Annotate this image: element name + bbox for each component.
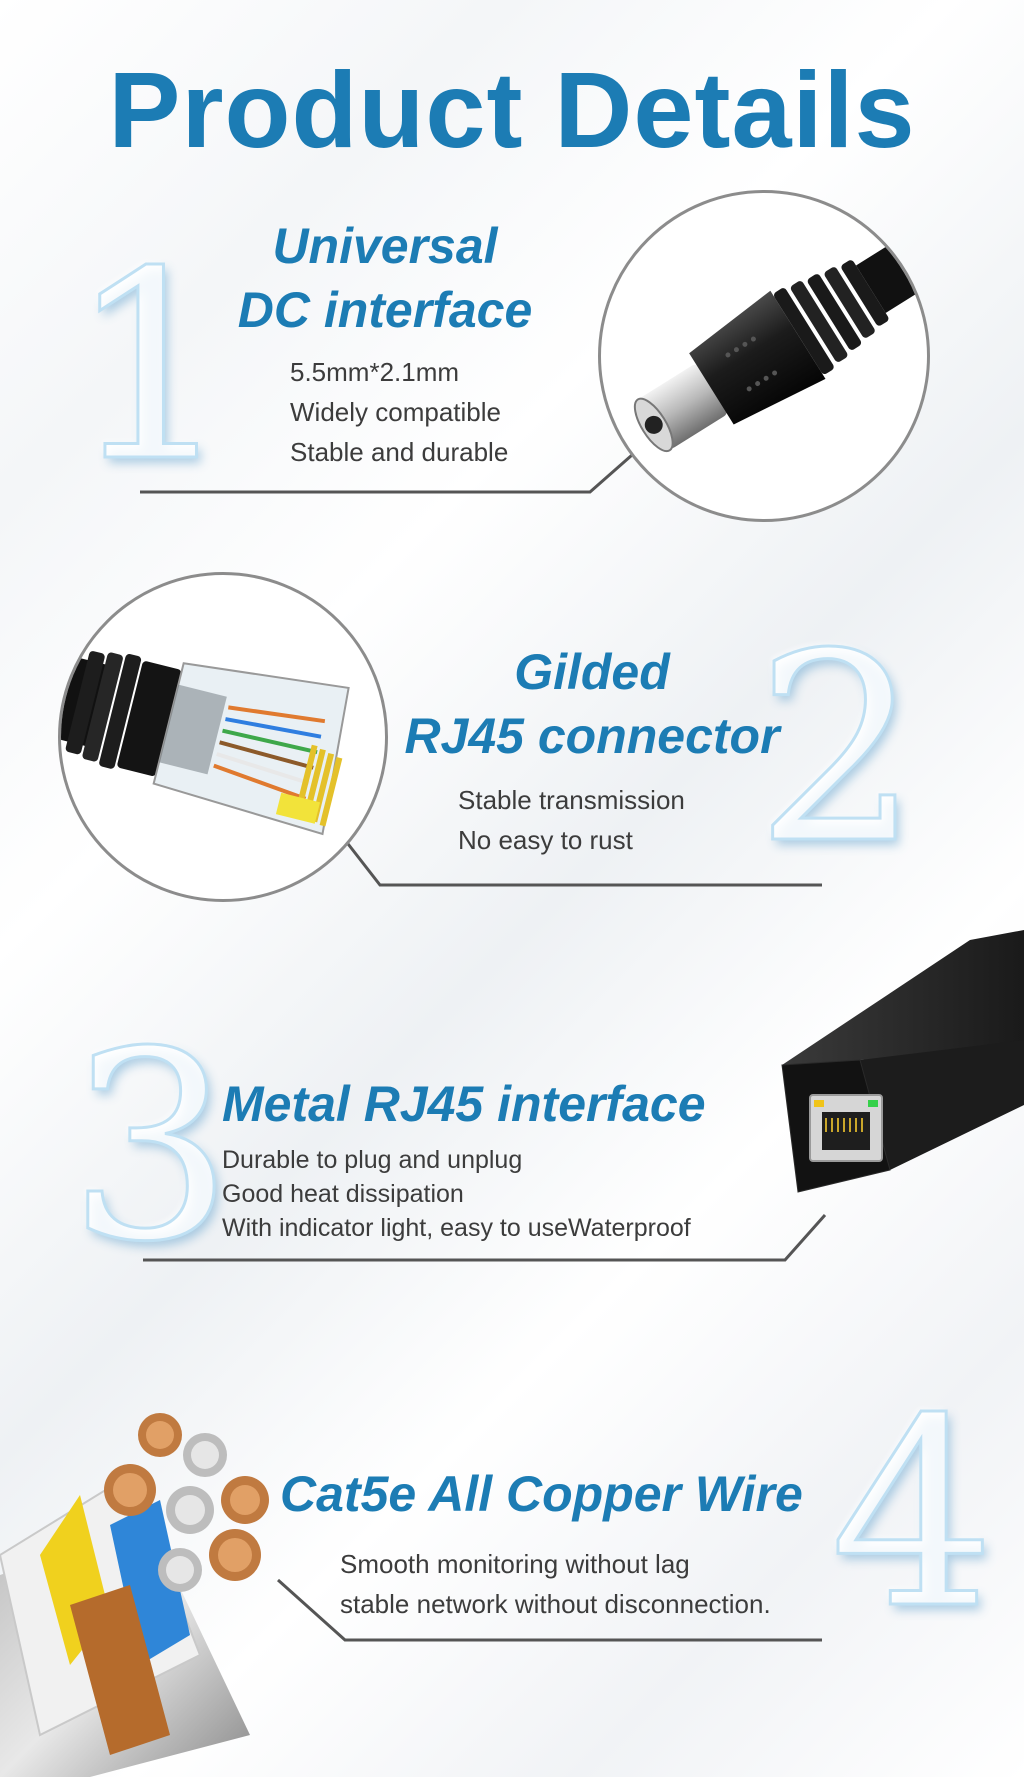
page-title: Product Details	[108, 49, 916, 170]
section-1-number: 1	[66, 217, 234, 519]
section-2-heading-line1: Gilded	[514, 644, 670, 700]
section-1-heading-line2: DC interface	[237, 282, 533, 338]
rj45-connector-image	[61, 650, 350, 836]
section-4-heading: Cat5e All Copper Wire	[280, 1466, 803, 1522]
section-1-leader-line	[140, 446, 641, 494]
section-2-heading: Gilded RJ45 connector	[392, 640, 792, 768]
section-3-heading: Metal RJ45 interface	[222, 1076, 706, 1132]
section-1-detail: Widely compatible	[290, 397, 501, 427]
section-2-number: 2	[753, 599, 921, 901]
section-4-details: Smooth monitoring without lag stable net…	[340, 1544, 860, 1624]
section-2-leader-line	[343, 839, 822, 887]
dc-plug-circle	[598, 190, 930, 522]
section-1-heading-line1: Universal	[272, 218, 498, 274]
section-4-leader-line	[276, 1578, 822, 1642]
section-3-number: 3	[66, 997, 234, 1299]
section-1-heading: Universal DC interface	[220, 214, 550, 342]
section-3-detail: Durable to plug and unplug	[222, 1146, 523, 1174]
dc-plug-image	[633, 233, 927, 453]
copper-cable-image	[0, 1413, 269, 1777]
section-3-leader-line	[143, 1214, 827, 1262]
section-2-detail: Stable transmission	[458, 785, 685, 815]
section-4-detail: stable network without disconnection.	[340, 1589, 771, 1619]
section-1-details: 5.5mm*2.1mm Widely compatible Stable and…	[290, 352, 590, 472]
section-1-detail: 5.5mm*2.1mm	[290, 357, 460, 387]
rj45-connector-circle	[58, 572, 388, 902]
section-3-detail: With indicator light, easy to useWaterpr…	[222, 1214, 691, 1242]
section-3-details: Durable to plug and unplug Good heat dis…	[222, 1143, 802, 1245]
section-3-detail: Good heat dissipation	[222, 1180, 464, 1208]
section-2-details: Stable transmission No easy to rust	[458, 780, 778, 860]
section-1-detail: Stable and durable	[290, 437, 509, 467]
section-2-heading-line2: RJ45 connector	[404, 708, 780, 764]
rj45-port-device-image	[781, 930, 1024, 1193]
section-2-detail: No easy to rust	[458, 825, 633, 855]
section-4-number: 4	[828, 1364, 996, 1666]
section-4-detail: Smooth monitoring without lag	[340, 1549, 690, 1579]
